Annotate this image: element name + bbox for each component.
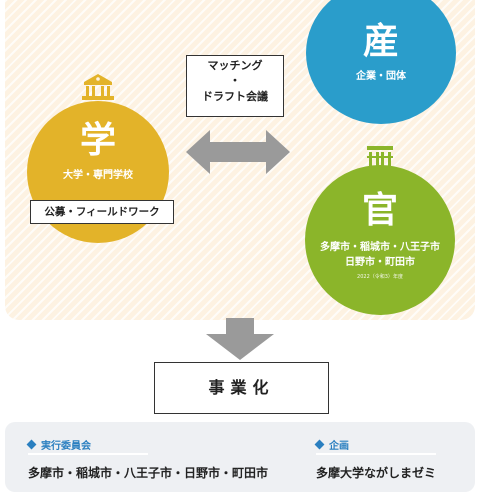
open-call-fieldwork-label: 公募・フィールドワーク bbox=[30, 200, 174, 224]
planning-underline bbox=[316, 453, 436, 455]
committee-body: 多摩市・稲城市・八王子市・日野市・町田市 bbox=[28, 466, 269, 480]
organizers-panel bbox=[5, 422, 475, 492]
government-note: 2022（令和3）年度 bbox=[357, 274, 403, 280]
industry-char: 産 bbox=[362, 21, 399, 62]
industry-label: 企業・団体 bbox=[356, 71, 406, 82]
commercialization-box: 事業化 bbox=[154, 362, 329, 414]
government-label-line2: 日野市・町田市 bbox=[345, 257, 415, 268]
planning-heading: 企画 bbox=[314, 437, 349, 452]
diamond-bullet-icon bbox=[26, 439, 37, 450]
matching-line1: マッチング bbox=[207, 59, 263, 72]
government-label-line1: 多摩市・稲城市・八王子市 bbox=[320, 242, 440, 253]
down-arrow-icon bbox=[206, 318, 274, 360]
matching-line2: ・ bbox=[229, 74, 241, 87]
matching-line3: ドラフト会議 bbox=[202, 90, 268, 103]
school-icon bbox=[82, 74, 114, 100]
committee-heading: 実行委員会 bbox=[26, 437, 91, 452]
planning-body: 多摩大学ながしまゼミ bbox=[316, 466, 437, 480]
industry-circle: 産 企業・団体 bbox=[306, 0, 456, 124]
matching-draft-box: マッチング ・ ドラフト会議 bbox=[186, 55, 284, 117]
diamond-bullet-icon bbox=[314, 439, 325, 450]
government-char: 官 bbox=[361, 190, 398, 231]
double-arrow-icon bbox=[186, 130, 290, 174]
academia-label: 大学・専門学校 bbox=[63, 170, 133, 181]
academia-char: 学 bbox=[79, 120, 116, 161]
government-circle: 官 多摩市・稲城市・八王子市 日野市・町田市 2022（令和3）年度 bbox=[305, 165, 455, 315]
committee-underline bbox=[28, 453, 148, 455]
government-building-icon bbox=[366, 146, 394, 172]
